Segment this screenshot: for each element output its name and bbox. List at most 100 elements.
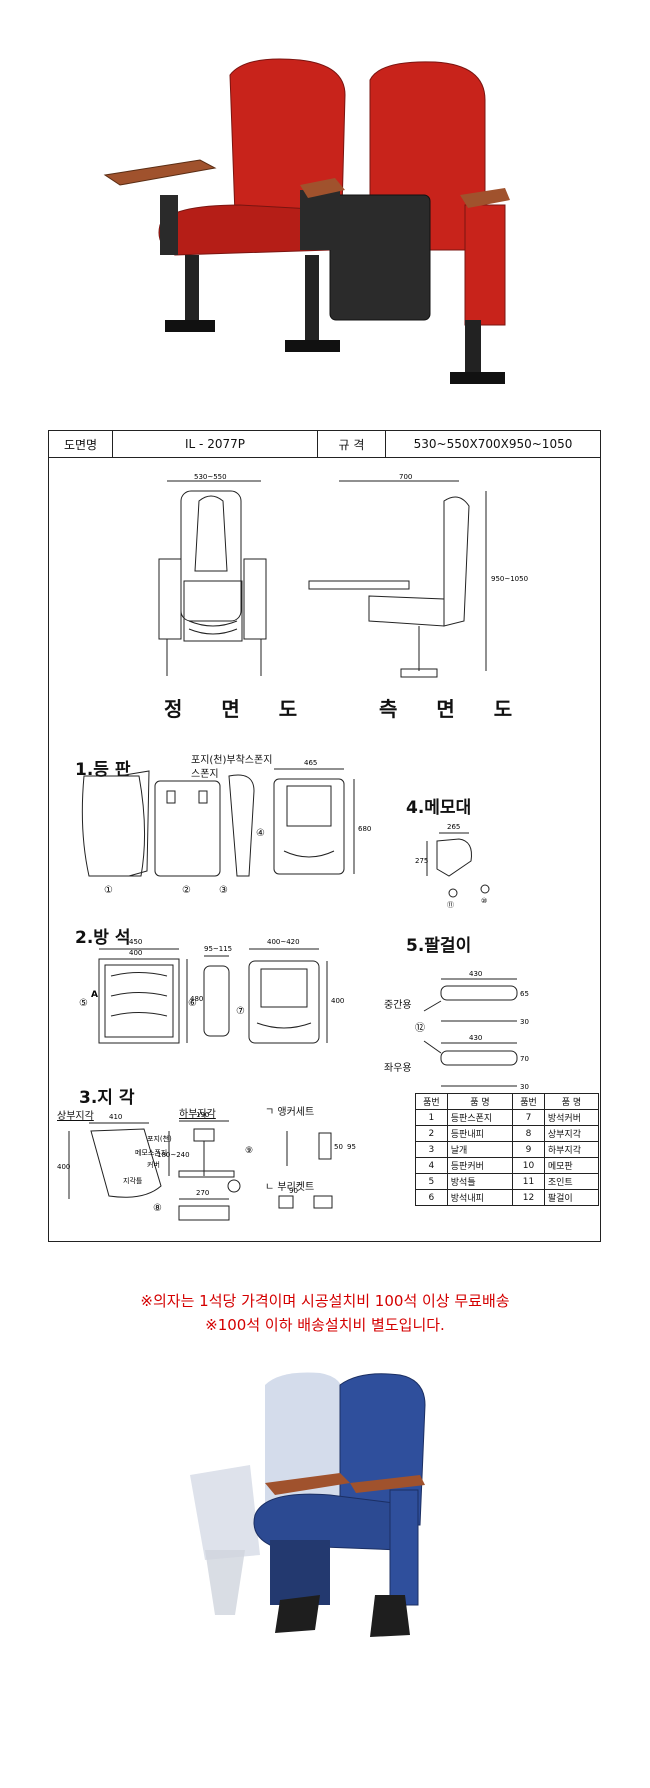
bracket-dim-90: 90 bbox=[289, 1187, 298, 1195]
leg-marker-8: ⑧ bbox=[153, 1203, 162, 1214]
anchor-dim-95: 95 bbox=[347, 1143, 356, 1151]
cell: 1 bbox=[415, 1109, 448, 1126]
spec-label: 규 격 bbox=[318, 431, 386, 457]
armrest-length-2: 430 bbox=[469, 1034, 482, 1042]
armrest-h4: 30 bbox=[520, 1083, 529, 1091]
cell: 방석틀 bbox=[446, 1173, 514, 1190]
leg-label-3: 커버 bbox=[147, 1160, 160, 1169]
front-width-dim: 530~550 bbox=[194, 473, 227, 481]
header-name-1: 품 명 bbox=[446, 1093, 514, 1110]
memo-title: 4.메모대 bbox=[406, 798, 472, 818]
memo-marker-10: ⑩ bbox=[481, 897, 487, 905]
seat-marker-5: ⑤ bbox=[79, 998, 88, 1009]
cell: 4 bbox=[415, 1157, 448, 1174]
armrest-h3: 70 bbox=[520, 1055, 529, 1063]
seat-front-width-dim: 400~420 bbox=[267, 938, 300, 946]
cell: 메모판 bbox=[543, 1157, 600, 1174]
cell: 방석커버 bbox=[543, 1109, 600, 1126]
backrest-label-2: 스폰지 bbox=[191, 769, 219, 780]
backrest-height-dim: 680 bbox=[358, 825, 371, 833]
cell: 날개 bbox=[446, 1141, 514, 1158]
cell: 11 bbox=[512, 1173, 545, 1190]
leg-height-dim: 400 bbox=[57, 1163, 70, 1171]
base-width-dim: 270 bbox=[196, 1189, 209, 1197]
side-height-dim: 950~1050 bbox=[491, 575, 528, 583]
leg-label-2: 메모스폰지 bbox=[135, 1148, 167, 1157]
memo-drawing: 265 275 ⑪ ⑩ bbox=[415, 823, 490, 909]
cell: 5 bbox=[415, 1173, 448, 1190]
cell: 9 bbox=[512, 1141, 545, 1158]
cell: 등판커버 bbox=[446, 1157, 514, 1174]
leg-drawing: 410 400 포지(천) 메모스폰지 커버 지각틀 ⑧ ⑨ 190 180~2… bbox=[57, 1111, 356, 1221]
leg-width-dim: 410 bbox=[109, 1113, 122, 1121]
seat-title: 2.방 석 bbox=[75, 928, 131, 948]
seat-marker-6: ⑥ bbox=[188, 998, 197, 1009]
backrest-marker-2: ② bbox=[182, 885, 191, 896]
drawing-sheet: 도면명 IL - 2077P 규 격 530~550X700X950~1050 … bbox=[48, 430, 601, 1242]
memo-height-dim: 275 bbox=[415, 857, 428, 865]
note-line-1: ※의자는 1석당 가격이며 시공설치비 100석 이상 무료배송 bbox=[140, 1292, 510, 1310]
lower-leg-height-dim: 180~240 bbox=[157, 1151, 190, 1159]
seat-width-outer: 450 bbox=[129, 938, 142, 946]
armrest-h2: 30 bbox=[520, 1018, 529, 1026]
backrest-label-1: 포지(천)부착스폰지 bbox=[191, 755, 273, 766]
seat-side-dim: 95~115 bbox=[204, 945, 232, 953]
cell: 하부지각 bbox=[543, 1141, 600, 1158]
memo-width-dim: 265 bbox=[447, 823, 460, 831]
bracket-label: ㄴ 부리켓트 bbox=[265, 1182, 315, 1193]
backrest-marker-3: ③ bbox=[219, 885, 228, 896]
front-view-title: 정 면 도 bbox=[164, 697, 314, 721]
cell: 등판스폰지 bbox=[446, 1109, 514, 1126]
armrest-length-1: 430 bbox=[469, 970, 482, 978]
backrest-marker-4: ④ bbox=[256, 828, 265, 839]
armrest-side-label: 좌우용 bbox=[384, 1063, 412, 1074]
anchor-dim-50: 50 bbox=[334, 1143, 343, 1151]
seat-letter-a: A bbox=[91, 990, 98, 1000]
side-view-title: 측 면 도 bbox=[379, 697, 529, 721]
cell: 7 bbox=[512, 1109, 545, 1126]
cell: 6 bbox=[415, 1189, 448, 1206]
cell: 3 bbox=[415, 1141, 448, 1158]
armrest-h1: 65 bbox=[520, 990, 529, 998]
seat-width-inner: 400 bbox=[129, 949, 142, 957]
armrest-marker: ⑫ bbox=[415, 1022, 425, 1034]
header-no-1: 품번 bbox=[415, 1093, 448, 1110]
header-name-2: 품 명 bbox=[543, 1093, 600, 1110]
cell: 2 bbox=[415, 1125, 448, 1142]
armrest-title: 5.팔걸이 bbox=[406, 936, 472, 956]
lower-leg-width-dim: 190 bbox=[196, 1111, 209, 1119]
drawing-label: 도면명 bbox=[49, 431, 113, 457]
backrest-width-dim: 465 bbox=[304, 759, 317, 767]
cell: 조인트 bbox=[543, 1173, 600, 1190]
leg-label-1: 포지(천) bbox=[147, 1134, 172, 1143]
cell: 등판내피 bbox=[446, 1125, 514, 1142]
lower-leg-label: 하부지각 bbox=[179, 1109, 216, 1120]
anchor-set-label: ㄱ 앵커세트 bbox=[265, 1107, 315, 1118]
side-depth-dim: 700 bbox=[399, 473, 412, 481]
upper-leg-label: 상부지각 bbox=[57, 1111, 94, 1122]
front-view-drawing: 530~550 700 950~1050 bbox=[158, 473, 528, 678]
memo-marker-11: ⑪ bbox=[447, 901, 454, 909]
cell: 8 bbox=[512, 1125, 545, 1142]
backrest-title: 1.등 판 bbox=[75, 760, 131, 780]
red-seats-photo bbox=[103, 58, 510, 384]
spec-value: 530~550X700X950~1050 bbox=[413, 437, 573, 451]
cell: 12 bbox=[512, 1189, 545, 1206]
leg-title: 3.지 각 bbox=[79, 1088, 135, 1108]
armrest-center-label: 중간용 bbox=[384, 1000, 412, 1011]
backrest-drawing: ① ② ③ ④ 465 680 bbox=[81, 759, 371, 896]
note-line-2: ※100석 이하 배송설치비 별도입니다. bbox=[205, 1316, 445, 1334]
backrest-marker-1: ① bbox=[104, 885, 113, 896]
leg-label-4: 지각틀 bbox=[123, 1176, 143, 1185]
cell: 팔걸이 bbox=[543, 1189, 600, 1206]
leg-marker-9: ⑨ bbox=[245, 1146, 253, 1156]
cell: 10 bbox=[512, 1157, 545, 1174]
armrest-drawing: 430 430 65 30 70 30 ⑫ bbox=[415, 970, 529, 1091]
